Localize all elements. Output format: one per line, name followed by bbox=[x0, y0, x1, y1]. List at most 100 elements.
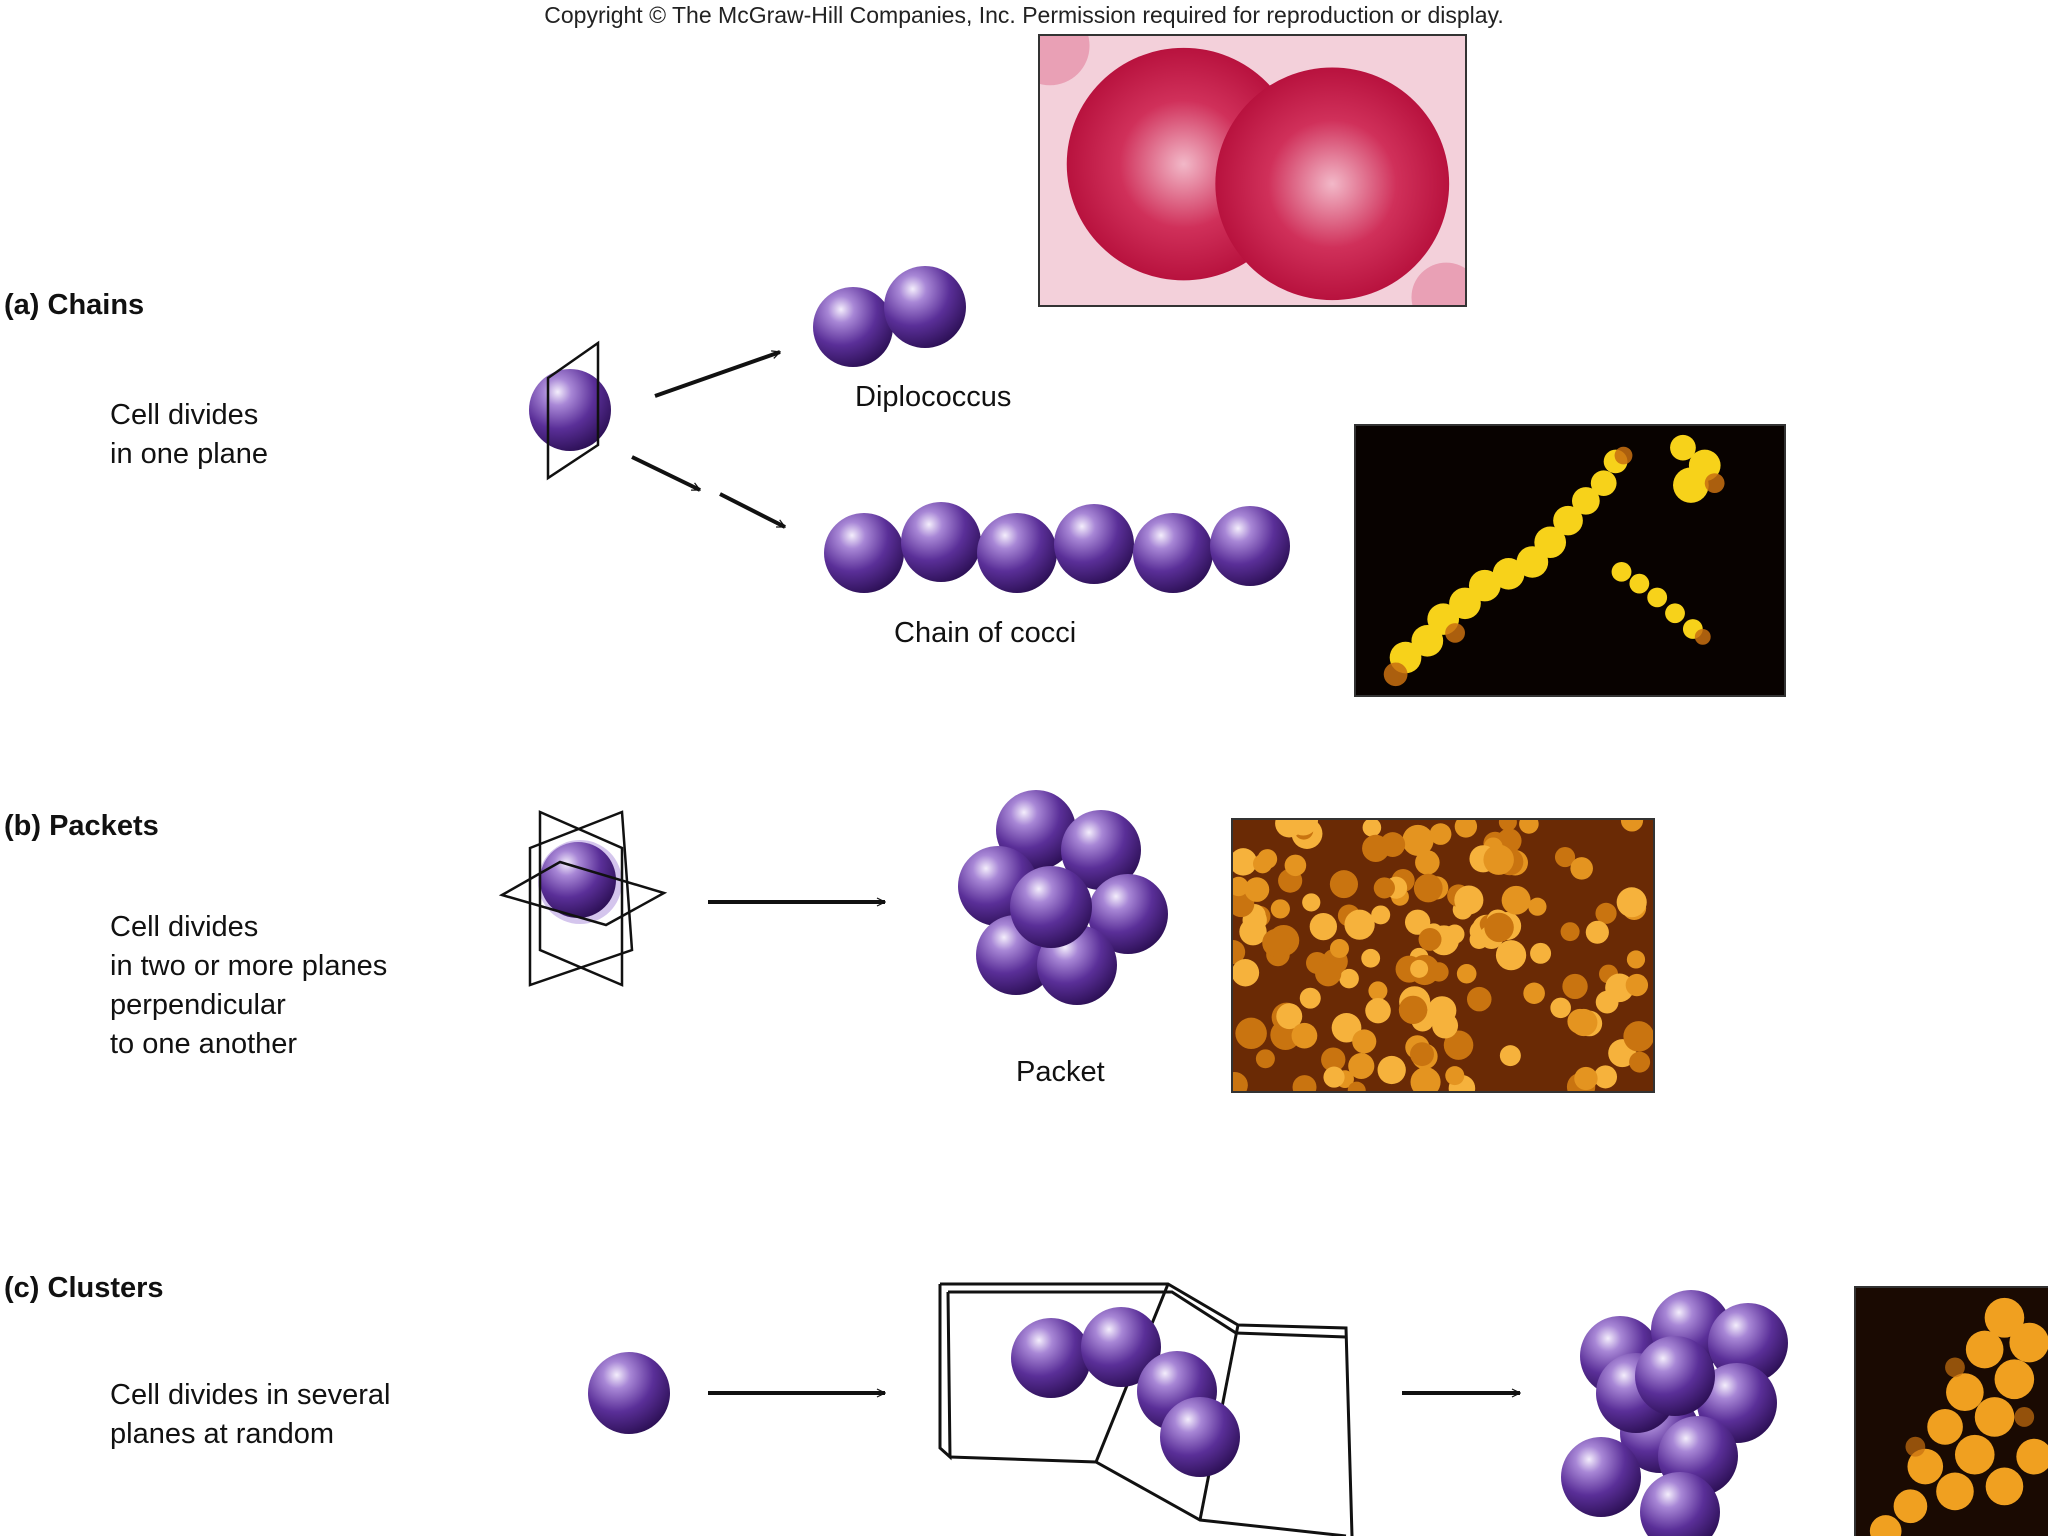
micrograph-cell bbox=[1339, 968, 1359, 989]
micrograph-cell bbox=[1523, 982, 1545, 1004]
micrograph-cell bbox=[1415, 850, 1440, 875]
micrograph-cell bbox=[1530, 942, 1552, 964]
micrograph-cell bbox=[1625, 973, 1649, 997]
micrograph-cell bbox=[1361, 948, 1381, 968]
diplococcus-cells bbox=[813, 266, 966, 367]
section-title-packets: (b) Packets bbox=[4, 810, 159, 842]
micrograph-cell bbox=[1593, 1065, 1618, 1089]
micrograph-cell bbox=[1595, 902, 1617, 924]
micrograph-cell bbox=[1454, 820, 1478, 838]
micrograph-cell bbox=[1398, 995, 1428, 1025]
cell-icon bbox=[1011, 1318, 1091, 1398]
micrograph-packets bbox=[1231, 818, 1655, 1093]
micrograph-cell bbox=[1429, 823, 1452, 845]
micrograph-cell bbox=[1560, 922, 1580, 942]
micrograph-cell bbox=[1498, 820, 1517, 832]
micrograph-cell bbox=[1323, 1066, 1345, 1088]
micrograph-cell bbox=[1550, 997, 1571, 1019]
chains-description-line-1: Cell divides bbox=[110, 399, 259, 431]
micrograph-cell bbox=[1235, 1017, 1267, 1050]
micrograph-cell bbox=[1574, 1066, 1598, 1091]
micrograph-cell bbox=[1362, 834, 1390, 862]
micrograph-cell bbox=[1255, 1049, 1275, 1069]
chains-dividing-cell bbox=[529, 340, 611, 481]
micrograph-cell bbox=[1365, 997, 1391, 1024]
cell-icon bbox=[1640, 1472, 1720, 1536]
micrograph-cell bbox=[1445, 1066, 1465, 1086]
arrow-icon bbox=[719, 492, 785, 529]
micrograph-cell bbox=[1315, 960, 1342, 987]
micrograph-cell bbox=[1291, 1022, 1318, 1049]
micrograph-cell bbox=[1233, 1071, 1248, 1091]
micrograph-cell bbox=[1233, 959, 1260, 987]
micrograph-cell bbox=[1519, 820, 1539, 834]
micrograph-cell bbox=[1484, 912, 1514, 943]
micrograph-cell bbox=[1371, 905, 1391, 925]
micrograph-cell bbox=[1495, 940, 1527, 971]
packets-description-line-3: perpendicular bbox=[110, 989, 286, 1021]
micrograph-clusters bbox=[1854, 1286, 2048, 1536]
micrograph-cell bbox=[1410, 1042, 1434, 1067]
micrograph-cell bbox=[1528, 897, 1547, 916]
micrograph-cell bbox=[1292, 1075, 1317, 1091]
micrograph-cell bbox=[1270, 899, 1290, 919]
micrograph-cell bbox=[1432, 1012, 1459, 1039]
micrograph-cell bbox=[1629, 1051, 1651, 1073]
clusters-description-line-1: Cell divides in several bbox=[110, 1379, 391, 1411]
packets-description-line-2: in two or more planes bbox=[110, 950, 388, 982]
cell-icon bbox=[1010, 866, 1092, 948]
micrograph-cell bbox=[1402, 824, 1434, 856]
cell-icon bbox=[813, 287, 893, 367]
micrograph-cell bbox=[1443, 1030, 1474, 1060]
micrograph-cell bbox=[1362, 820, 1382, 837]
micrograph-cell bbox=[1368, 981, 1388, 1001]
division-plane-icon bbox=[528, 810, 634, 987]
chain-of-cocci-cells bbox=[824, 502, 1290, 593]
packets-description-line-1: Cell divides bbox=[110, 911, 259, 943]
cell-icon bbox=[1133, 513, 1213, 593]
micrograph-cell bbox=[1404, 909, 1431, 935]
division-plane-icon bbox=[538, 810, 624, 987]
section-title-chains: (a) Chains bbox=[4, 289, 145, 321]
micrograph-cell bbox=[1626, 950, 1646, 969]
micrograph-cell bbox=[1410, 1067, 1441, 1091]
cell-icon bbox=[1561, 1437, 1641, 1517]
cluster-cells bbox=[1561, 1290, 1788, 1536]
cell-icon bbox=[1708, 1303, 1788, 1383]
micrograph-diplococcus bbox=[1038, 34, 1467, 307]
cell-icon bbox=[824, 513, 904, 593]
micrograph-cell bbox=[1377, 1055, 1406, 1085]
cell-icon bbox=[1088, 874, 1168, 954]
cell-icon bbox=[529, 369, 611, 451]
micrograph-cell bbox=[1623, 1021, 1653, 1052]
micrograph-cell bbox=[1233, 876, 1249, 897]
micrograph-cell bbox=[1253, 854, 1273, 874]
micrograph-cell bbox=[1275, 820, 1304, 838]
copyright-notice: Copyright © The McGraw-Hill Companies, I… bbox=[544, 2, 1504, 28]
cell-icon bbox=[884, 266, 966, 348]
arrow-icon bbox=[654, 350, 780, 398]
micrograph-cell bbox=[1554, 847, 1576, 868]
cell-icon bbox=[1061, 810, 1141, 890]
packet-label: Packet bbox=[1016, 1056, 1105, 1088]
chains-description-line-2: in one plane bbox=[110, 438, 269, 470]
micrograph-cell bbox=[1483, 844, 1514, 875]
micrograph-cell bbox=[1331, 1012, 1362, 1043]
micrograph-cell bbox=[1456, 963, 1477, 984]
chain-of-cocci-label: Chain of cocci bbox=[894, 617, 1077, 649]
cell-icon bbox=[1160, 1397, 1240, 1477]
micrograph-cell bbox=[1348, 1052, 1375, 1079]
micrograph-cell bbox=[1233, 848, 1257, 876]
cell-icon bbox=[996, 790, 1076, 870]
cell-icon bbox=[1081, 1307, 1161, 1387]
cell-icon bbox=[1210, 506, 1290, 586]
micrograph-chain bbox=[1354, 424, 1786, 697]
micrograph-cell bbox=[1347, 1081, 1366, 1091]
cell-icon bbox=[901, 502, 981, 582]
micrograph-cell bbox=[1233, 940, 1246, 965]
micrograph-cell bbox=[1262, 928, 1291, 957]
micrograph-cell bbox=[1244, 877, 1270, 902]
micrograph-cell bbox=[1499, 1045, 1521, 1067]
micrograph-cell bbox=[1410, 959, 1429, 978]
micrograph-cell bbox=[1585, 920, 1609, 944]
